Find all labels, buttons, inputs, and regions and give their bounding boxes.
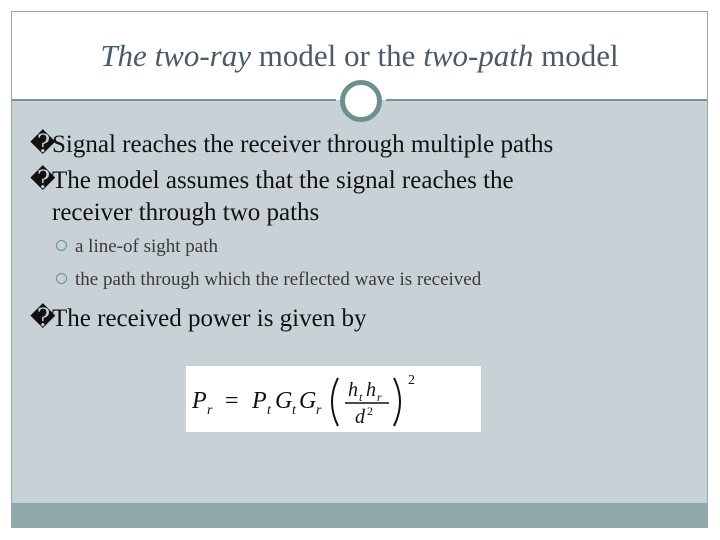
- received-power-formula: P r = P t G t G r h t h r d 2 2: [186, 366, 481, 432]
- bullet-item-2-continued: receiver through two paths: [52, 198, 319, 228]
- bullet-text-1: Signal reaches the receiver through mult…: [52, 131, 554, 158]
- bullet-glyph: �: [30, 305, 56, 332]
- formula-outer-exp: 2: [408, 373, 415, 388]
- formula-num-h1-sub: t: [359, 390, 363, 404]
- bullet-text-2b: receiver through two paths: [52, 199, 320, 226]
- sub-bullet-1: a line-of sight path: [56, 235, 218, 259]
- formula-num-h2: h: [366, 379, 376, 401]
- slide-frame: The two-ray model or the two-path model …: [11, 11, 708, 528]
- divider-right: [386, 99, 707, 101]
- formula-num-h2-sub: r: [377, 390, 382, 404]
- bullet-item-1: �Signal reaches the receiver through mul…: [30, 130, 553, 160]
- formula-equals: =: [225, 388, 239, 414]
- title-plain-1: model or the: [251, 38, 424, 73]
- divider-left: [12, 99, 336, 101]
- bullet-item-3: �The received power is given by: [30, 304, 366, 334]
- sub-bullet-text-2: the path through which the reflected wav…: [75, 269, 482, 290]
- formula-num-h1: h: [348, 379, 358, 401]
- formula-g1-sub: t: [292, 403, 297, 418]
- left-paren-icon: [331, 377, 339, 427]
- formula-lhs-p: P: [191, 388, 207, 414]
- bullet-item-2: �The model assumes that the signal reach…: [30, 166, 514, 196]
- slide-title: The two-ray model or the two-path model: [12, 38, 707, 74]
- ring-bullet-icon: [56, 273, 67, 284]
- formula-svg: P r = P t G t G r h t h r d 2 2: [191, 373, 415, 428]
- formula-g2-sub: r: [316, 403, 322, 418]
- formula-g1: G: [275, 388, 292, 414]
- sub-bullet-text-1: a line-of sight path: [75, 236, 218, 257]
- title-italic-2: two-path: [423, 38, 534, 73]
- bullet-text-3: The received power is given by: [52, 305, 367, 332]
- bottom-band: [12, 503, 707, 527]
- circle-ornament-icon: [340, 80, 382, 122]
- formula-lhs-sub: r: [207, 403, 213, 418]
- formula-den-d: d: [355, 406, 366, 428]
- title-area: The two-ray model or the two-path model: [12, 12, 707, 100]
- title-italic-1: The two-ray: [100, 38, 251, 73]
- right-paren-icon: [393, 377, 401, 427]
- formula-g2: G: [299, 388, 316, 414]
- bullet-glyph: �: [30, 167, 56, 194]
- title-plain-2: model: [533, 38, 619, 73]
- ring-bullet-icon: [56, 240, 67, 251]
- content-area: [12, 100, 707, 504]
- bullet-glyph: �: [30, 131, 56, 158]
- bullet-text-2a: The model assumes that the signal reache…: [52, 167, 514, 194]
- formula-p: P: [251, 388, 267, 414]
- formula-den-exp: 2: [367, 404, 373, 418]
- sub-bullet-2: the path through which the reflected wav…: [56, 268, 481, 292]
- formula-p-sub: t: [267, 403, 272, 418]
